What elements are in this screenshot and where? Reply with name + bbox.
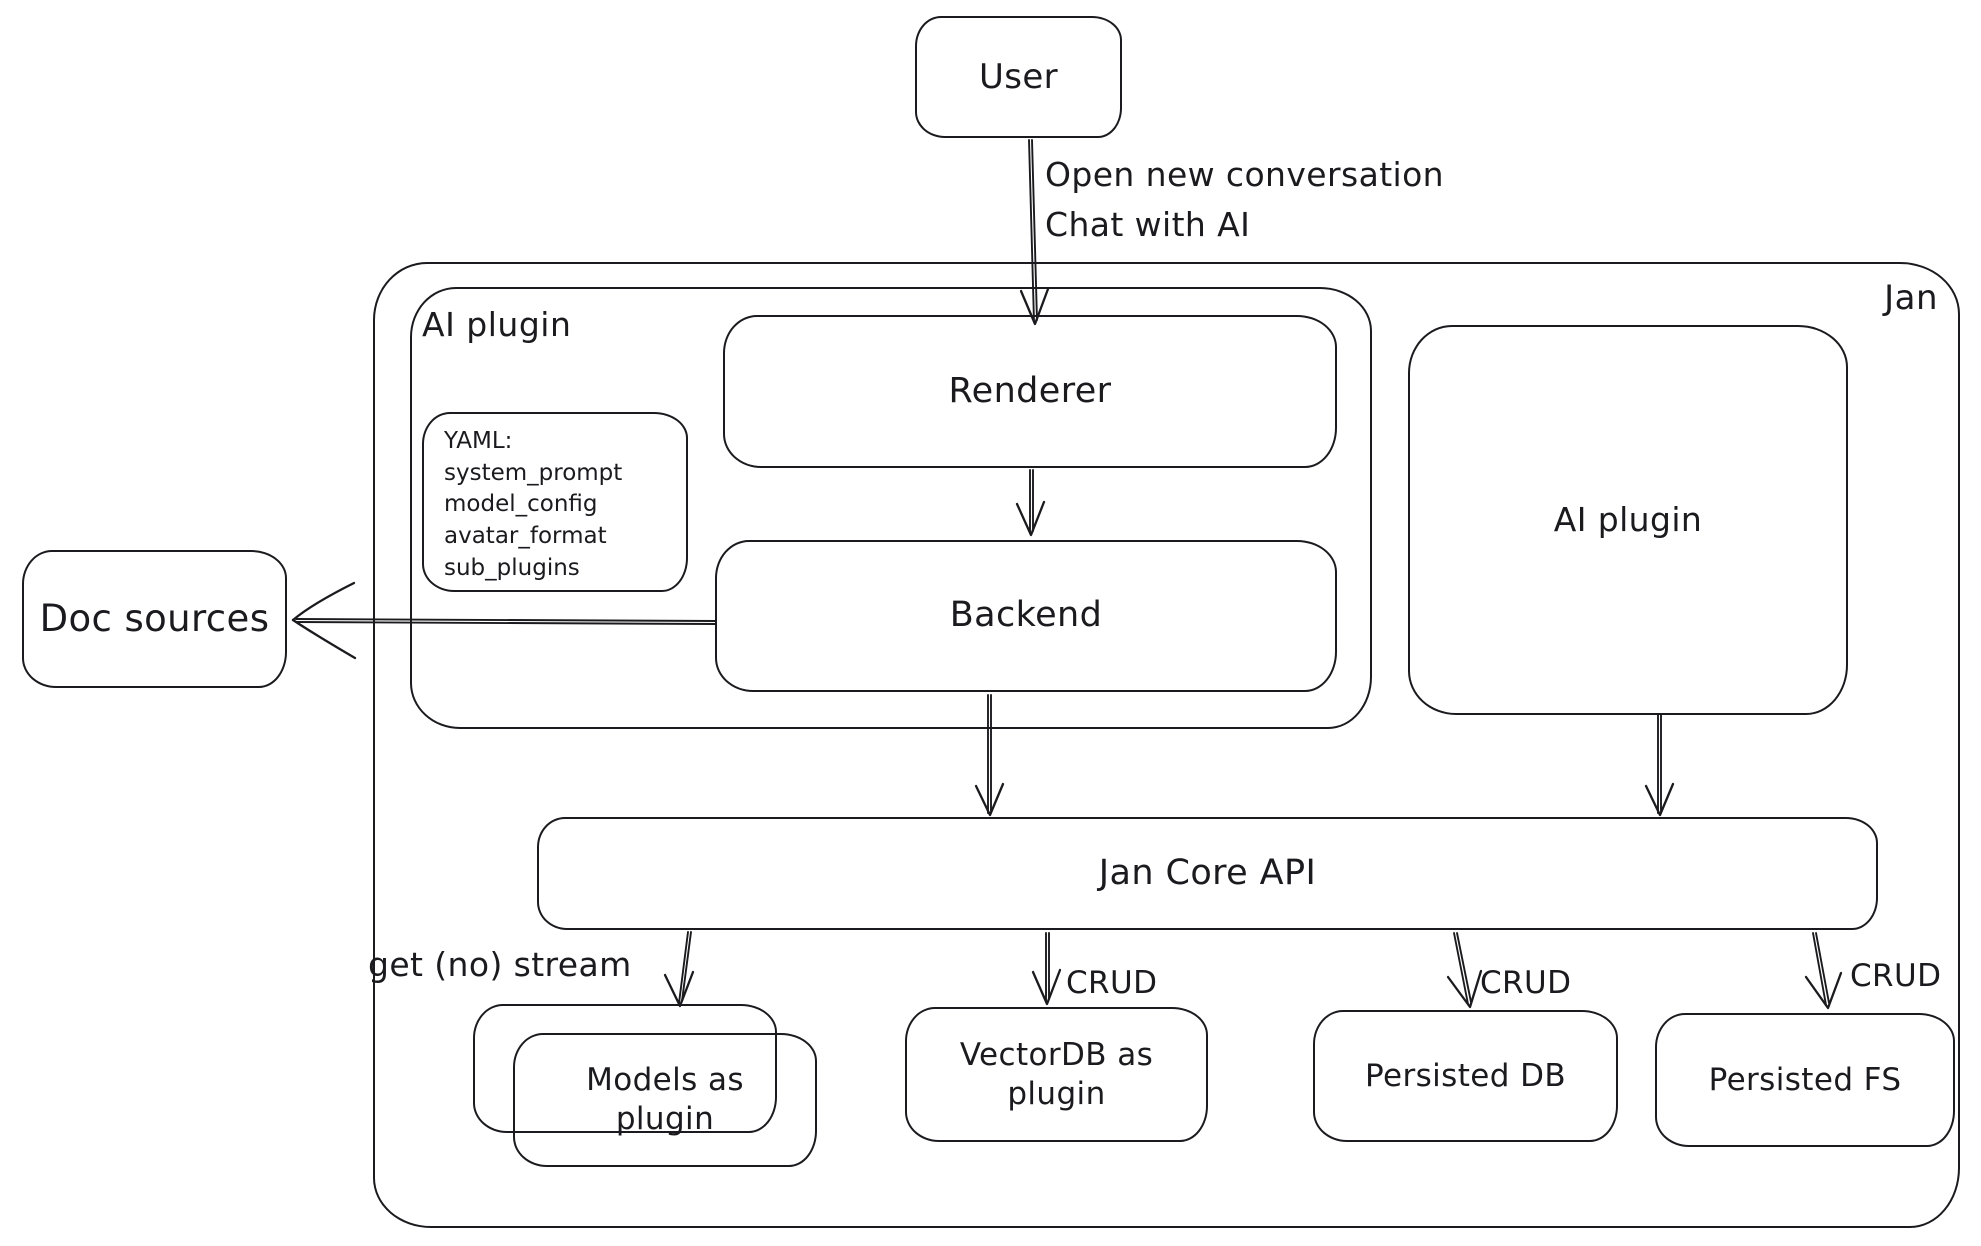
renderer-node: Renderer: [723, 315, 1337, 468]
jan-core-api-node: Jan Core API: [537, 817, 1878, 930]
yaml-note-line: model_config: [444, 491, 598, 518]
jan-container: Jan: [373, 262, 1960, 1228]
edge-label-get-no-stream: get (no) stream: [368, 945, 632, 984]
backend-node-label: Backend: [949, 595, 1103, 636]
persisted-fs-node: Persisted FS: [1655, 1013, 1955, 1147]
vectordb-as-plugin-node: VectorDB as plugin: [905, 1007, 1208, 1142]
jan-container-label: Jan: [1884, 278, 1938, 318]
yaml-note-line: avatar_format: [444, 523, 607, 550]
vectordb-as-plugin-label: VectorDB as plugin: [959, 1036, 1154, 1112]
user-node-label: User: [978, 56, 1059, 97]
ai-plugin-group-label: AI plugin: [422, 305, 572, 344]
yaml-note: YAML: system_prompt model_config avatar_…: [422, 412, 688, 592]
user-node: User: [915, 16, 1122, 138]
backend-node: Backend: [715, 540, 1337, 692]
jan-core-api-node-label: Jan Core API: [1098, 852, 1317, 893]
ai-plugin-node: AI plugin: [1408, 325, 1848, 715]
doc-sources-node: Doc sources: [22, 550, 287, 688]
doc-sources-node-label: Doc sources: [39, 596, 270, 640]
yaml-note-line: system_prompt: [444, 459, 623, 486]
models-as-plugin-node: Models as plugin: [513, 1033, 817, 1167]
persisted-db-node: Persisted DB: [1313, 1010, 1618, 1142]
edge-label-open-conversation: Open new conversation Chat with AI: [1045, 155, 1445, 244]
ai-plugin-group-container: AI plugin: [410, 287, 1372, 729]
persisted-db-label: Persisted DB: [1364, 1057, 1567, 1094]
renderer-node-label: Renderer: [948, 370, 1112, 411]
models-as-plugin-back-box: [473, 1004, 777, 1133]
yaml-note-title: YAML:: [444, 428, 513, 454]
models-as-plugin-label: Models as plugin: [586, 1062, 744, 1137]
yaml-note-line: sub_plugins: [444, 554, 580, 581]
edge-label-crud-persisted-fs: CRUD: [1850, 958, 1942, 994]
edge-label-crud-vectordb: CRUD: [1066, 965, 1158, 1001]
ai-plugin-node-label: AI plugin: [1553, 500, 1703, 540]
persisted-fs-label: Persisted FS: [1708, 1061, 1902, 1098]
edge-label-crud-persisted-db: CRUD: [1480, 965, 1572, 1001]
